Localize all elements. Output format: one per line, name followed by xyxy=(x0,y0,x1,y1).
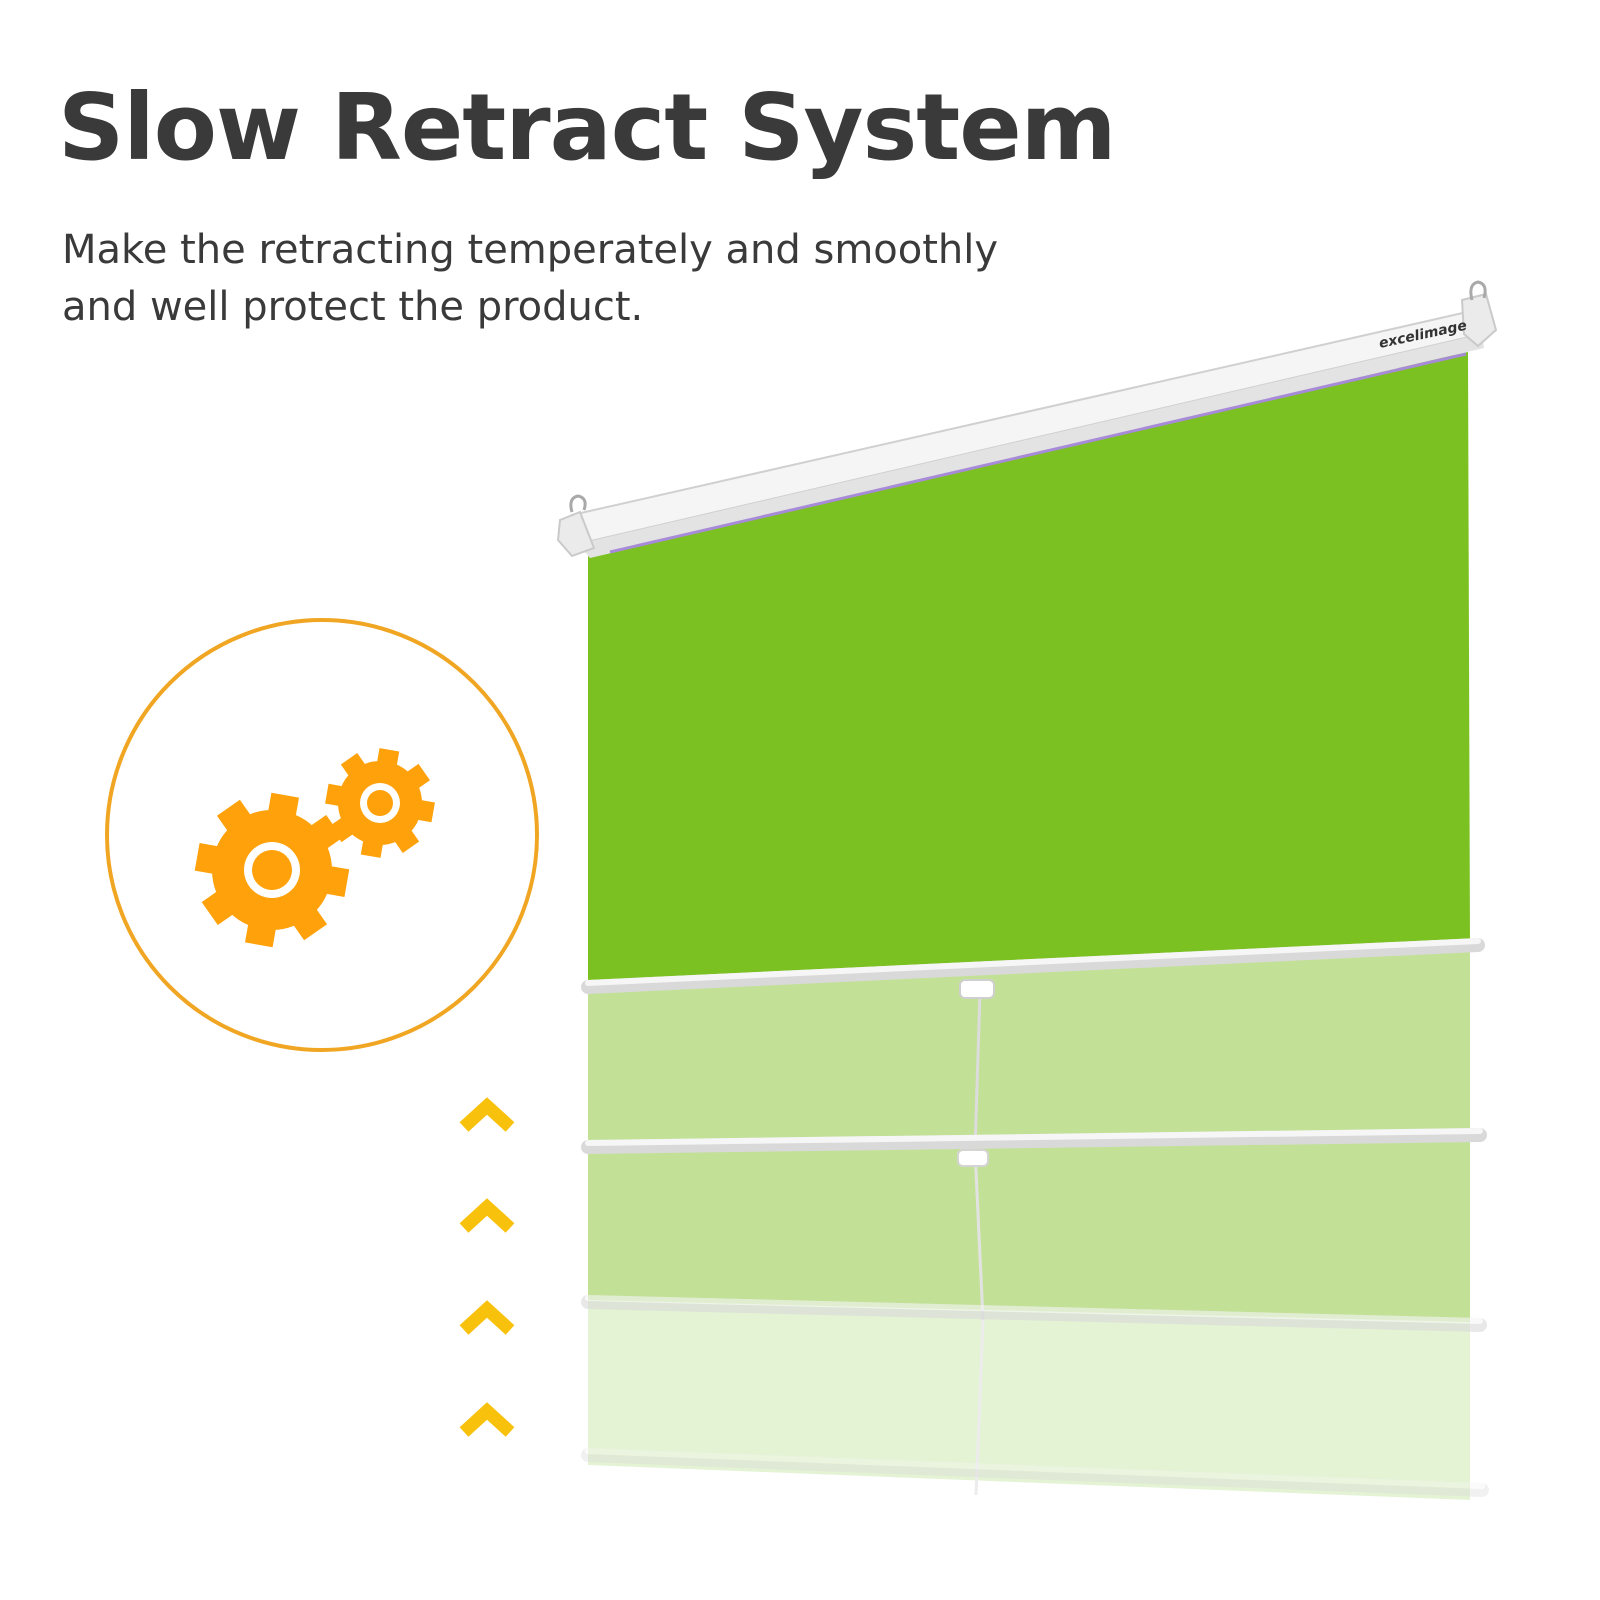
gear-tooth xyxy=(267,792,299,820)
pull-cord xyxy=(973,991,982,1151)
gear-tooth xyxy=(291,906,328,941)
hanging-hook-right xyxy=(1469,280,1487,301)
bottom-bar xyxy=(581,1128,1487,1167)
chevron-up-icon xyxy=(459,1097,515,1132)
subtitle-line-1: Make the retracting temperately and smoo… xyxy=(62,227,999,273)
end-cap-right xyxy=(1460,292,1498,348)
gear-small-icon xyxy=(325,748,435,858)
gear-tooth xyxy=(330,815,357,843)
screen-housing: excelimage xyxy=(556,280,1498,558)
page-title: Slow Retract System xyxy=(58,74,1116,181)
gear-tooth xyxy=(376,748,400,770)
retract-arrows xyxy=(459,1097,515,1437)
gear-tooth xyxy=(392,826,420,853)
gear-tooth xyxy=(360,836,384,858)
gear-tooth xyxy=(216,799,253,834)
bottom-bar xyxy=(581,938,1485,999)
gear-large-icon xyxy=(194,792,350,948)
gear-tooth xyxy=(325,783,347,807)
screen-layer-faded-lower xyxy=(588,1123,1470,1322)
subtitle-line-2: and well protect the product. xyxy=(62,284,644,330)
bottom-bar xyxy=(581,1448,1489,1497)
gear-tooth xyxy=(201,889,236,926)
chevron-up-icon xyxy=(459,1402,515,1437)
chevron-up-icon xyxy=(459,1300,515,1335)
pull-cord xyxy=(974,1319,985,1496)
gear-tooth xyxy=(322,865,350,897)
subtitle: Make the retracting temperately and smoo… xyxy=(62,222,1062,336)
screen-layer-faint xyxy=(588,1283,1470,1500)
gear-tooth xyxy=(194,843,222,875)
hanging-hook-left xyxy=(569,494,587,513)
screen-layer-faded-upper xyxy=(588,940,1470,1145)
pull-cord xyxy=(973,1149,985,1321)
end-cap-left xyxy=(556,510,596,558)
bottom-bar xyxy=(581,1295,1487,1332)
gear-tooth xyxy=(340,753,368,780)
gear-tooth xyxy=(245,920,277,948)
green-screen xyxy=(588,352,1470,985)
chevron-up-icon xyxy=(459,1198,515,1233)
gear-tooth xyxy=(413,799,435,823)
gears-icon xyxy=(194,748,435,948)
gear-tooth xyxy=(403,763,430,791)
gear-tooth xyxy=(308,814,343,851)
